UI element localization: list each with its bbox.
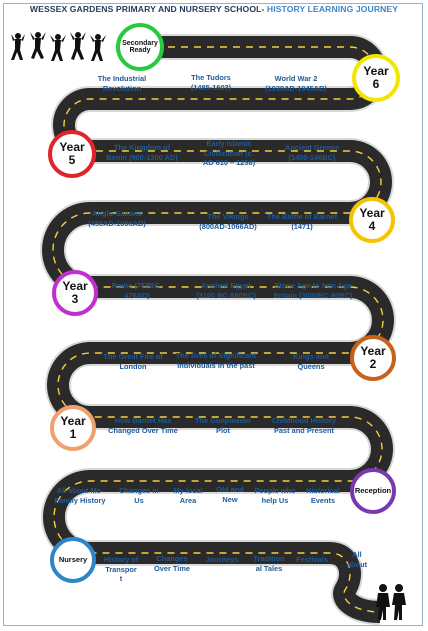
topic-label: Changes Over Time	[153, 554, 191, 573]
topic-label: All about	[346, 550, 368, 569]
badge-nursery: Nursery	[50, 537, 96, 583]
topic-label: All about Me- Family History	[54, 486, 106, 505]
topic-label: How Barnet Has Changed Over Time	[108, 416, 178, 435]
topic-label: The Industrial Revolution	[97, 74, 147, 93]
topic-label: World War 2 (1939AD-1945AD)	[265, 74, 327, 93]
topic-label: The Vikings (800AD-1066AD)	[199, 212, 257, 231]
topic-label: My local Area	[173, 486, 203, 505]
topic-label: Festivals	[296, 555, 328, 564]
topic-label: The Tudors (1485-1603)	[190, 73, 232, 92]
topic-label: The Gunpowder Plot	[194, 416, 252, 435]
topic-label: The Kingdom of Benin (900-1300 AD)	[106, 143, 178, 162]
topic-label: People who help Us	[254, 486, 296, 505]
topic-label: Tradition al Tales	[253, 554, 285, 573]
topic-label: Kings and Queens	[293, 352, 329, 371]
topic-label: Ancient Egypt (3100 BC-550BC)	[196, 281, 256, 300]
topic-label: The lives of Significant individuals in …	[175, 351, 257, 370]
topic-label: The Great Fire of London	[103, 352, 163, 371]
topic-label: Childhood History Past and Present	[271, 416, 337, 435]
topic-label: Rome (753BC- 476AD)	[111, 281, 163, 300]
topic-label: Anglo-Saxons (450AD-1066AD)	[88, 209, 146, 228]
page-title: WESSEX GARDENS PRIMARY AND NURSERY SCHOO…	[0, 4, 428, 14]
topic-label: Journeys	[205, 555, 239, 564]
topic-label: Stone Age to Iron Age Britain (3000BC-80…	[273, 281, 353, 300]
topic-label: The Battle of Barnet (1471)	[266, 212, 338, 231]
topic-label: History of Transpor t	[103, 555, 139, 583]
topic-label: Old and New	[216, 485, 244, 504]
page-border	[3, 3, 423, 626]
jumping-people-icon	[11, 32, 106, 61]
topic-label: Historical Events	[306, 486, 340, 505]
topic-label: Changes in Us	[119, 486, 159, 505]
topic-label: Ancient Greece (1400-146BC)	[284, 143, 340, 162]
badge-reception: Reception	[350, 468, 396, 514]
school-name: WESSEX GARDENS PRIMARY AND NURSERY SCHOO…	[29, 4, 265, 14]
children-icon	[376, 584, 406, 620]
topic-label: Early Islamic Civilization (c. AD 610 – …	[202, 139, 256, 167]
subject-title: HISTORY LEARNING JOURNEY	[266, 4, 399, 14]
